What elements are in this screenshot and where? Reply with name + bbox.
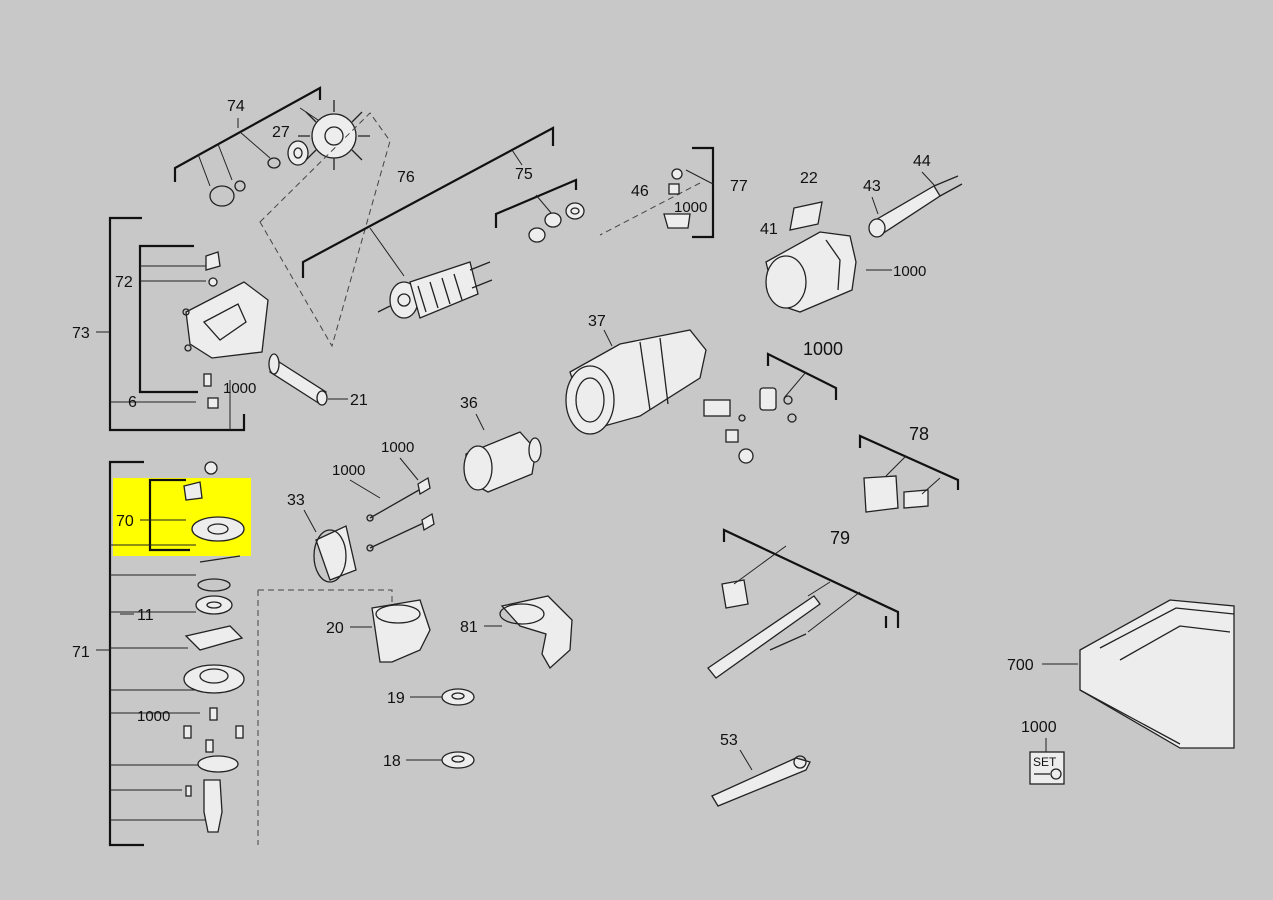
callout-74: 74 [227, 98, 245, 115]
callout-75: 75 [515, 166, 533, 183]
callout-1000-screw-1: 1000 [381, 439, 414, 456]
part-36-stator[interactable] [463, 431, 542, 493]
callout-1000-screw-2: 1000 [332, 462, 365, 479]
part-group-75[interactable] [494, 178, 585, 243]
part-18-nut[interactable] [441, 751, 475, 769]
callout-1000-brush: 1000 [674, 199, 707, 216]
callout-27: 27 [272, 124, 290, 141]
callout-700: 700 [1007, 657, 1034, 674]
callout-1000-gear: 1000 [137, 708, 170, 725]
highlighted-assembly-70[interactable] [113, 478, 251, 556]
part-21-side-handle[interactable] [268, 353, 328, 406]
set-badge-text: SET [1033, 755, 1057, 769]
callout-11: 11 [137, 607, 154, 624]
callout-44: 44 [913, 153, 931, 170]
callout-71: 71 [72, 644, 90, 661]
part-group-70[interactable] [183, 461, 245, 542]
part-43-cable-sleeve[interactable] [868, 175, 963, 238]
callout-70: 70 [116, 513, 134, 530]
callout-36: 36 [460, 395, 478, 412]
part-41-rear-housing[interactable] [765, 231, 857, 313]
callout-76: 76 [397, 169, 415, 186]
part-81-guard[interactable] [499, 595, 573, 670]
part-group-72[interactable] [182, 251, 269, 409]
part-19-flange[interactable] [441, 688, 475, 706]
callout-19: 19 [387, 690, 405, 707]
callout-21: 21 [350, 392, 368, 409]
callout-18: 18 [383, 753, 401, 770]
part-22-label[interactable] [789, 201, 823, 231]
part-group-77[interactable] [663, 146, 715, 239]
part-53-wrench[interactable] [711, 755, 811, 807]
callout-20: 20 [326, 620, 344, 637]
callout-79: 79 [830, 528, 850, 548]
callout-33: 33 [287, 492, 305, 509]
callout-53: 53 [720, 732, 738, 749]
callout-41: 41 [760, 221, 778, 238]
part-switch-group[interactable] [703, 387, 797, 464]
callout-73: 73 [72, 325, 90, 342]
part-group-76[interactable] [301, 126, 555, 319]
part-group-74[interactable] [173, 86, 370, 207]
callout-78: 78 [909, 424, 929, 444]
callout-43: 43 [863, 178, 881, 195]
callout-46: 46 [631, 183, 649, 200]
part-group-79[interactable] [707, 579, 821, 679]
callout-6: 6 [128, 394, 137, 411]
callout-37: 37 [588, 313, 606, 330]
part-stator-screws[interactable] [366, 476, 435, 552]
callout-72: 72 [115, 274, 133, 291]
part-group-78[interactable] [863, 475, 929, 513]
callout-1000-head: 1000 [223, 380, 256, 397]
part-33-labyrinth-ring[interactable] [313, 525, 357, 583]
part-37-motor-housing[interactable] [565, 329, 707, 435]
part-group-71[interactable] [183, 555, 245, 833]
callout-81: 81 [460, 619, 478, 636]
set-badge[interactable]: SET [1029, 751, 1065, 785]
callout-1000-housing: 1000 [893, 263, 926, 280]
callout-1000-set: 1000 [1021, 719, 1057, 736]
callout-1000-switch: 1000 [803, 339, 843, 359]
part-20-guard[interactable] [371, 599, 431, 663]
callout-22: 22 [800, 170, 818, 187]
part-700-case[interactable] [1079, 599, 1235, 749]
callout-77: 77 [730, 178, 748, 195]
